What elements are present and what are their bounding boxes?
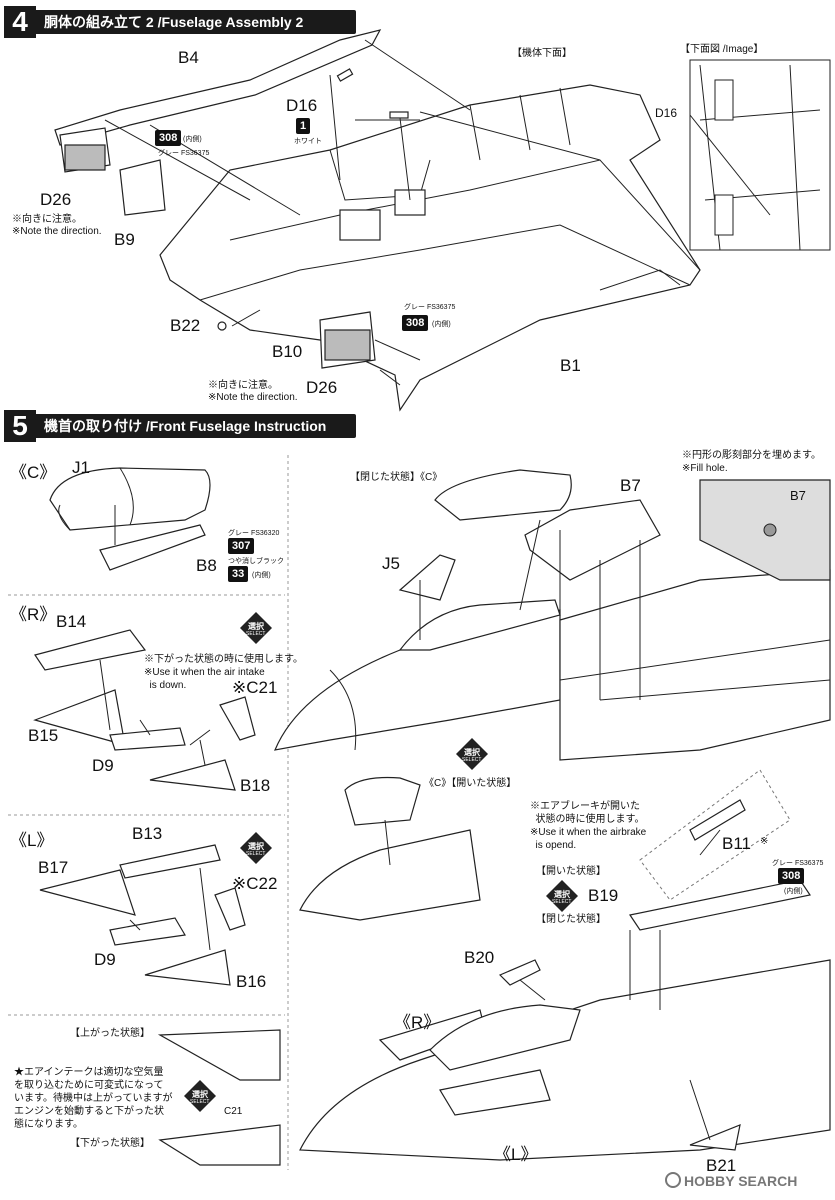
part-C21-image: C21 xyxy=(224,1106,243,1117)
part-D26-top: D26 xyxy=(40,190,72,209)
step5-title: 機首の取り付け /Front Fuselage Instruction xyxy=(44,418,327,434)
raised-state: 【上がった状態】 xyxy=(70,1028,150,1039)
paint-307: 307 xyxy=(228,538,255,554)
part-B15: B15 xyxy=(28,726,59,745)
step4-title: 胴体の組み立て 2 /Fuselage Assembly 2 xyxy=(44,14,304,30)
fill-note-en: ※Fill hole. xyxy=(682,463,728,474)
part-B8: B8 xyxy=(196,556,217,575)
intake-note-jp: ※下がった状態の時に使用します。 xyxy=(144,654,303,665)
part-B20: B20 xyxy=(464,948,495,967)
paint-308-s5-name: グレー FS36375 xyxy=(772,860,824,867)
paint-308-top-inner: (内側) xyxy=(183,136,202,143)
part-B7-image: B7 xyxy=(790,488,806,503)
paint-308-bottom-inner: (内側) xyxy=(432,321,451,328)
label-c: 《C》 xyxy=(10,463,57,482)
select-badge-intake: 選択 SELECT xyxy=(184,1080,216,1112)
paint-33-inner: (内側) xyxy=(252,572,271,579)
note-direction-top-jp: ※向きに注意。 xyxy=(12,214,82,225)
part-B21: B21 xyxy=(706,1156,737,1175)
note-direction-bottom-jp: ※向きに注意。 xyxy=(208,380,278,391)
part-B14: B14 xyxy=(56,612,87,631)
paint-1-name: ホワイト xyxy=(294,138,322,145)
paint-33-name: つや消しブラック xyxy=(228,558,284,565)
label-l-bottom: 《L》 xyxy=(494,1145,538,1164)
part-B17: B17 xyxy=(38,858,69,877)
part-B18: B18 xyxy=(240,776,271,795)
part-D16: D16 xyxy=(286,96,318,115)
paint-308-bottom: 308 xyxy=(402,315,429,331)
part-D16-image: D16 xyxy=(655,106,678,120)
step5-number: 5 xyxy=(4,410,36,442)
label-l: 《L》 xyxy=(10,831,54,850)
paint-308-s5: 308 xyxy=(778,868,805,884)
part-B22: B22 xyxy=(170,316,201,335)
part-B1: B1 xyxy=(560,356,581,375)
label-r-bottom: 《R》 xyxy=(394,1013,441,1032)
part-B9: B9 xyxy=(114,230,135,249)
paint-308-top: 308 xyxy=(155,130,182,146)
label-r: 《R》 xyxy=(10,605,57,624)
step4-number: 4 xyxy=(4,6,36,38)
paint-308-bottom-name: グレー FS36375 xyxy=(404,304,456,311)
select-badge-l: 選択 SELECT xyxy=(240,832,272,864)
note-direction-top-en: ※Note the direction. xyxy=(12,226,102,237)
paint-308-top-name: グレー FS36375 xyxy=(158,150,210,157)
airbrake-note-en: ※Use it when the airbrake is opend. xyxy=(530,827,647,851)
part-J5: J5 xyxy=(382,554,400,573)
intake-note-en: ※Use it when the air intake is down. xyxy=(144,667,265,691)
part-B7: B7 xyxy=(620,476,641,495)
part-D26-bottom: D26 xyxy=(306,378,338,397)
open-state-c: 《C》【開いた状態】 xyxy=(424,778,517,789)
part-C21: ※C21 xyxy=(232,678,278,697)
lowered-state: 【下がった状態】 xyxy=(70,1138,150,1149)
airbrake-note-jp: ※エアブレーキが開いた 状態の時に使用します。 xyxy=(530,801,645,825)
open-bracket: 【開いた状態】 xyxy=(536,866,606,877)
watermark: HOBBY SEARCH xyxy=(665,1172,797,1189)
watermark-icon xyxy=(665,1172,681,1188)
part-B11: B11 xyxy=(722,834,751,853)
intake-explain: ★エアインテークは適切な空気量 を取り込むために可変式になって います。待機中は… xyxy=(14,1067,173,1130)
part-D9-r: D9 xyxy=(92,756,114,775)
image-label: 【下面図 /Image】 xyxy=(680,44,764,55)
select-badge-r: 選択 SELECT xyxy=(240,612,272,644)
note-direction-bottom-en: ※Note the direction. xyxy=(208,392,298,403)
paint-307-name: グレー FS36320 xyxy=(228,530,280,537)
step5-header: 5 機首の取り付け /Front Fuselage Instruction xyxy=(4,410,356,442)
closed-state-label: 【閉じた状態】《C》 xyxy=(350,472,443,483)
step4-header: 4 胴体の組み立て 2 /Fuselage Assembly 2 xyxy=(4,6,356,38)
part-J1: J1 xyxy=(72,458,90,477)
select-badge-airbrake: 選択 SELECT xyxy=(546,880,578,912)
select-badge-canopy: 選択 SELECT xyxy=(456,738,488,770)
part-D9-l: D9 xyxy=(94,950,116,969)
underside-label: 【機体下面】 xyxy=(512,48,572,59)
part-B13: B13 xyxy=(132,824,163,843)
fill-note-jp: ※円形の彫刻部分を埋めます。 xyxy=(682,450,821,461)
b11-mark: ※ xyxy=(760,836,769,847)
part-B16: B16 xyxy=(236,972,267,991)
paint-1: 1 xyxy=(296,118,311,134)
part-B19: B19 xyxy=(588,886,619,905)
step4-fuselage-drawing xyxy=(54,29,831,412)
paint-308-s5-inner: (内側) xyxy=(784,888,803,895)
part-B4: B4 xyxy=(178,48,199,67)
part-C22: ※C22 xyxy=(232,874,278,893)
closed-bracket: 【閉じた状態】 xyxy=(536,914,606,925)
part-B10: B10 xyxy=(272,342,303,361)
paint-33: 33 xyxy=(228,566,249,582)
